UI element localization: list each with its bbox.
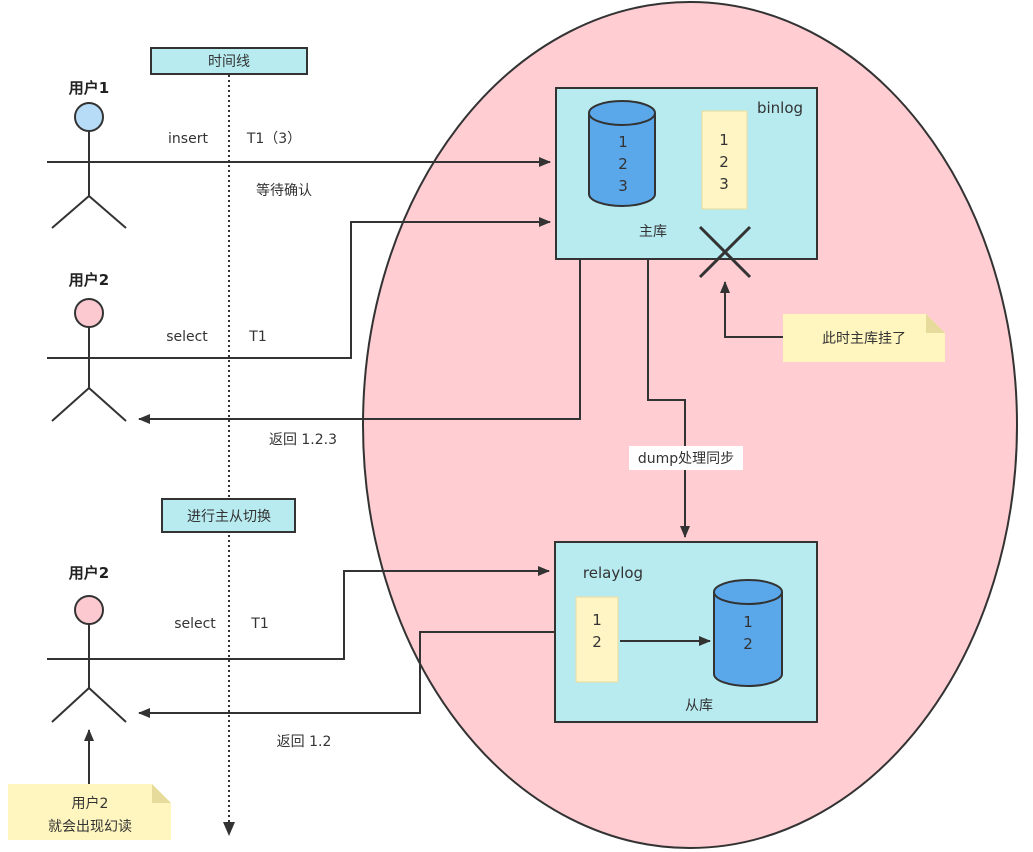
crash-note-arrow (720, 281, 783, 338)
select-bottom-arrow (133, 566, 550, 660)
return-bottom-arrow (138, 631, 555, 718)
timeline-arrowhead (223, 822, 235, 836)
binlog-value-2: 2 (719, 153, 729, 171)
slave-db-value-2: 2 (743, 635, 753, 653)
master-db-value-1: 1 (618, 133, 628, 151)
phantom-note-box (8, 784, 171, 840)
master-db-value-2: 2 (618, 155, 628, 173)
user2-top-name: 用户2 (69, 271, 109, 289)
dump-sync-label-bg (629, 446, 743, 470)
binlog-block (701, 110, 748, 210)
switch-box (161, 498, 296, 533)
user2-bottom-name: 用户2 (69, 564, 109, 582)
binlog-value-3: 3 (719, 175, 729, 193)
relaylog-block (575, 596, 619, 683)
return-bottom-label: 返回 1.2 (277, 734, 332, 750)
select-top-label: select (166, 329, 208, 345)
select-bottom-label: select (174, 616, 216, 632)
select-top-time: T1 (248, 329, 266, 345)
slave-db-value-1: 1 (743, 613, 753, 631)
phantom-note-fold (152, 784, 171, 803)
binlog-label: binlog (757, 99, 803, 117)
master-db-value-3: 3 (618, 177, 628, 195)
master-db-cylinder (588, 100, 656, 207)
user1-actor (47, 102, 133, 229)
relaylog-value-2: 2 (592, 633, 602, 651)
phantom-note-line1: 用户2 (72, 795, 109, 812)
relaylog-value-1: 1 (592, 611, 602, 629)
insert-time: T1（3） (246, 131, 301, 147)
timeline-label: 时间线 (208, 54, 250, 70)
user2-bottom-actor (47, 595, 133, 723)
slave-db-cylinder (713, 579, 783, 687)
slave-db-label: 从库 (685, 698, 713, 714)
crash-note-box (783, 314, 945, 362)
crash-x-icon (698, 225, 752, 279)
timeline-box (150, 47, 308, 75)
binlog-value-1: 1 (719, 131, 729, 149)
user2-top-actor (47, 298, 133, 422)
select-bottom-time: T1 (250, 616, 268, 632)
master-db-label: 主库 (639, 224, 667, 240)
scope-ellipse (362, 1, 1018, 849)
insert-label: insert (168, 131, 208, 147)
crash-note-text: 此时主库挂了 (822, 331, 906, 347)
dump-sync-label: dump处理同步 (638, 451, 734, 467)
user1-name: 用户1 (69, 79, 109, 97)
relaylog-label: relaylog (583, 564, 643, 582)
switch-label: 进行主从切换 (187, 508, 271, 525)
return-top-arrow (138, 260, 581, 424)
crash-note-fold (926, 314, 945, 333)
phantom-note-line2: 就会出现幻读 (48, 818, 132, 835)
wait-confirm-label: 等待确认 (256, 182, 312, 199)
select-top-arrow (133, 217, 551, 359)
return-top-label: 返回 1.2.3 (269, 432, 337, 448)
